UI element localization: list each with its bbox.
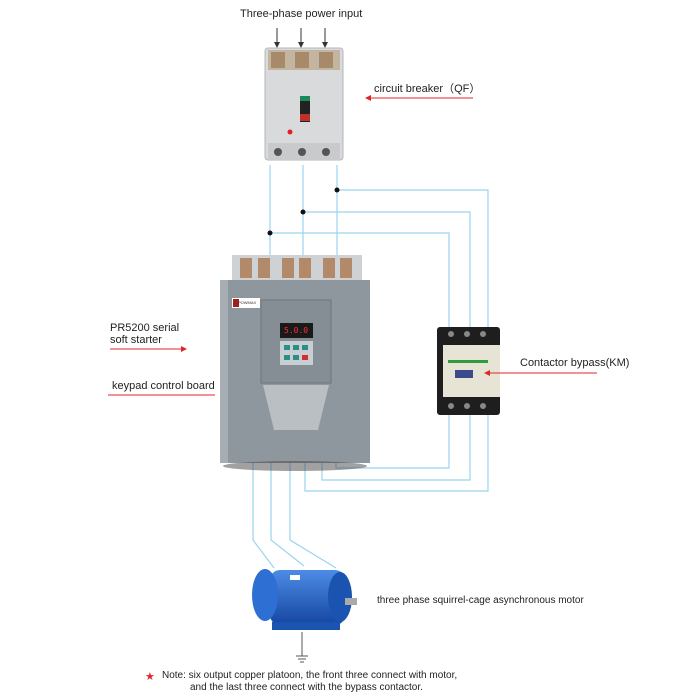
motor [252, 569, 357, 630]
junction-dots [267, 187, 340, 236]
note-line-2: and the last three connect with the bypa… [190, 682, 423, 693]
soft-starter-label-2: soft starter [110, 334, 162, 346]
input-arrows [274, 28, 328, 48]
contactor [437, 327, 500, 415]
ground-icon [296, 632, 308, 663]
contactor-label: Contactor bypass(KM) [520, 357, 630, 369]
starter-brand: POWMAX [238, 300, 257, 305]
motor-label: three phase squirrel-cage asynchronous m… [377, 595, 584, 606]
soft-starter [220, 255, 370, 471]
circuit-breaker [264, 47, 344, 161]
soft-starter-label-1: PR5200 serial [110, 322, 180, 334]
starter-display: 5.0.0 [284, 326, 309, 335]
keypad-label: keypad control board [112, 380, 215, 392]
note-star-icon: ★ [145, 670, 155, 683]
note-line-1: Note: six output copper platoon, the fro… [162, 670, 458, 681]
label-arrows [108, 95, 597, 396]
wires [252, 165, 489, 569]
circuit-breaker-label: circuit breaker（QF） [374, 83, 481, 95]
power-input-label: Three-phase power input [240, 8, 363, 20]
